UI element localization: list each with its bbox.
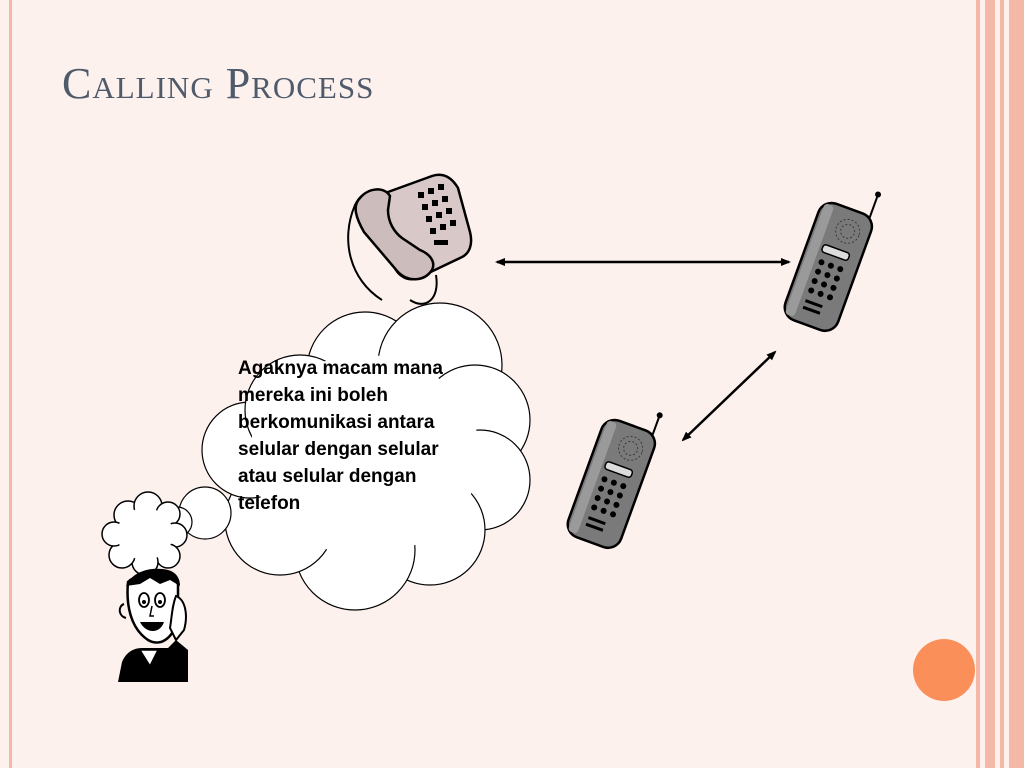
thought-line: berkomunikasi antara — [238, 412, 435, 433]
mobile-phone-icon — [566, 412, 663, 550]
slide-title: Calling Process — [62, 59, 375, 108]
orange-accent-dot — [913, 639, 975, 701]
thinking-man-icon — [101, 491, 188, 682]
right-border-stripes — [976, 0, 1024, 768]
thought-line: atau selular dengan — [238, 466, 417, 487]
thought-line: Agaknya macam mana — [238, 358, 443, 379]
thought-line: mereka ini boleh — [238, 385, 388, 406]
mobile-phone-icon — [783, 191, 882, 333]
thought-line: selular dengan selular — [238, 439, 439, 460]
desk-phone-icon — [347, 173, 473, 305]
thought-cloud-icon — [158, 302, 531, 611]
thought-bubble-text: Agaknya macam mana mereka ini boleh berk… — [238, 355, 498, 517]
thought-line: telefon — [238, 493, 301, 514]
left-border-rule — [9, 0, 12, 768]
arrow-mobile-to-mobile — [681, 350, 777, 442]
